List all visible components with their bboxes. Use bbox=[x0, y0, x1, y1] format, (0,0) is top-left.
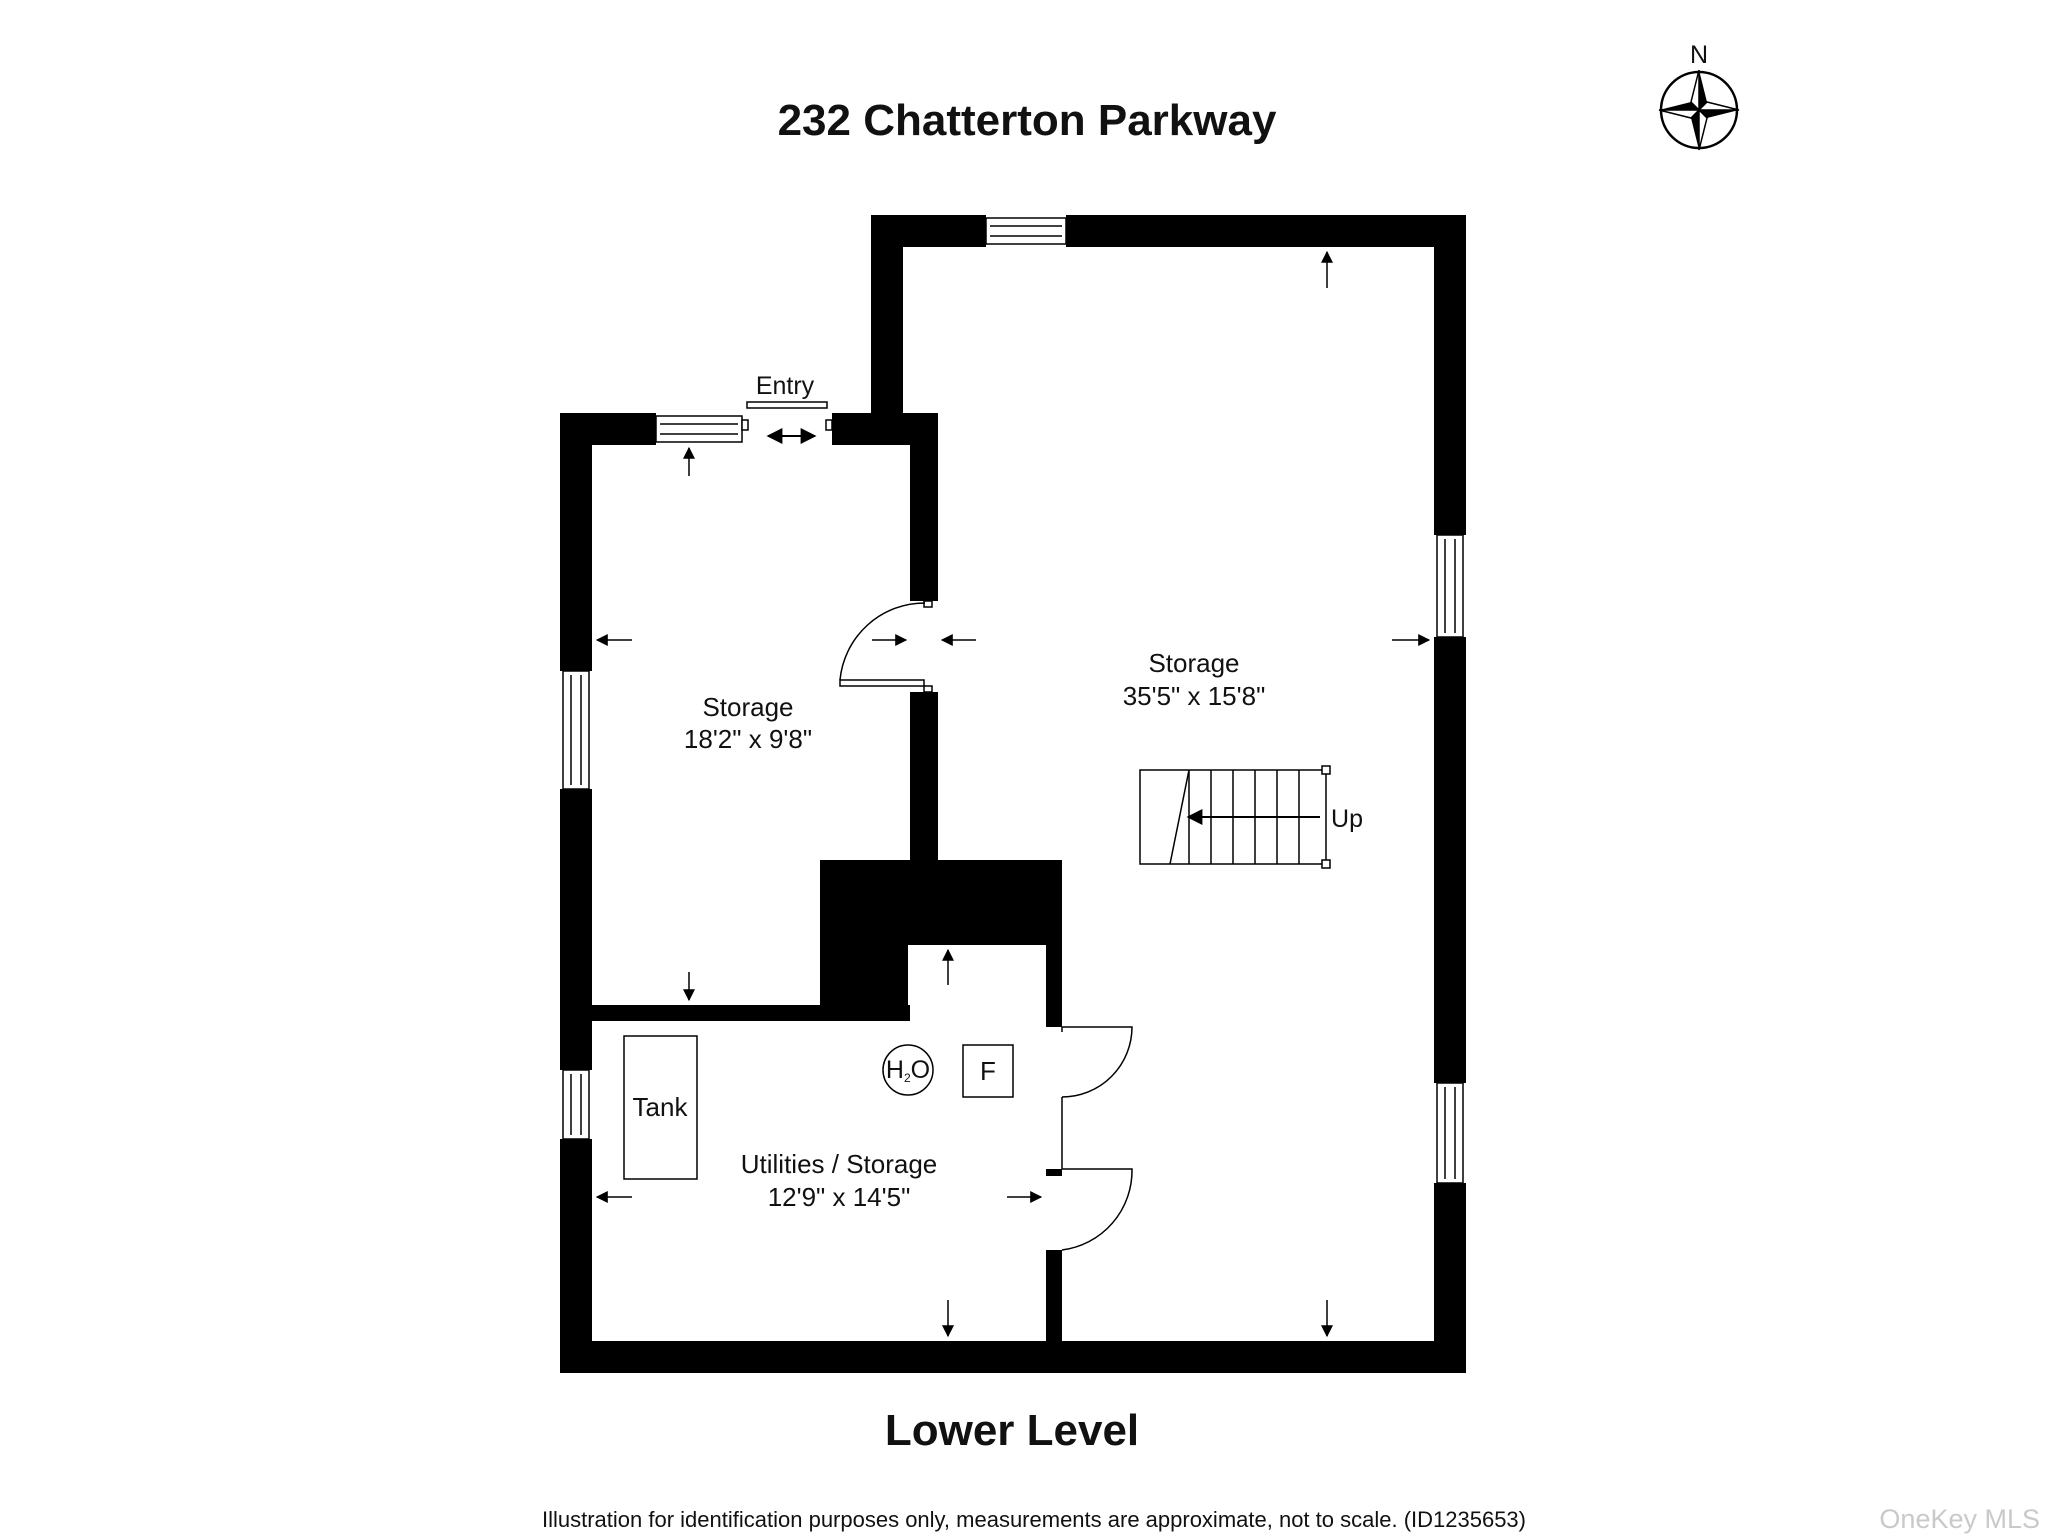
oil-tank: Tank bbox=[623, 1035, 698, 1180]
room-storage-east: Storage 35'5" x 15'8" bbox=[1123, 648, 1266, 711]
furnace-label: F bbox=[980, 1056, 996, 1086]
room-name: Utilities / Storage bbox=[741, 1149, 938, 1179]
entry-label: Entry bbox=[756, 372, 815, 400]
tank-label: Tank bbox=[633, 1092, 689, 1122]
stairs: Up bbox=[1139, 765, 1363, 869]
entry-door: Entry bbox=[741, 372, 833, 444]
room-dimensions: 12'9" x 14'5" bbox=[768, 1182, 911, 1212]
room-utilities-storage: Utilities / Storage 12'9" x 14'5" bbox=[741, 1149, 938, 1212]
north-compass-icon: N bbox=[1658, 41, 1740, 151]
compass-north-label: N bbox=[1690, 41, 1708, 69]
room-dimensions: 18'2" x 9'8" bbox=[684, 724, 812, 754]
dimension-arrows bbox=[595, 250, 1431, 1338]
disclaimer-text: Illustration for identification purposes… bbox=[542, 1507, 1526, 1532]
page-title: 232 Chatterton Parkway bbox=[778, 96, 1277, 145]
interior-walls bbox=[560, 413, 1062, 1373]
stairs-up-label: Up bbox=[1331, 805, 1363, 833]
double-door-utilities bbox=[1061, 1026, 1133, 1251]
windows bbox=[562, 217, 1464, 1184]
level-title: Lower Level bbox=[885, 1406, 1139, 1455]
furnace: F bbox=[962, 1044, 1014, 1098]
room-name: Storage bbox=[1148, 648, 1239, 678]
room-storage-west: Storage 18'2" x 9'8" bbox=[684, 692, 812, 754]
room-name: Storage bbox=[702, 692, 793, 722]
water-heater-icon: H2O bbox=[882, 1044, 934, 1096]
interior-door-west bbox=[839, 600, 933, 693]
exterior-walls bbox=[560, 215, 1466, 1373]
brand-watermark: OneKey MLS bbox=[1879, 1504, 2040, 1534]
water-heater-label: H2O bbox=[886, 1056, 930, 1085]
room-dimensions: 35'5" x 15'8" bbox=[1123, 681, 1266, 711]
